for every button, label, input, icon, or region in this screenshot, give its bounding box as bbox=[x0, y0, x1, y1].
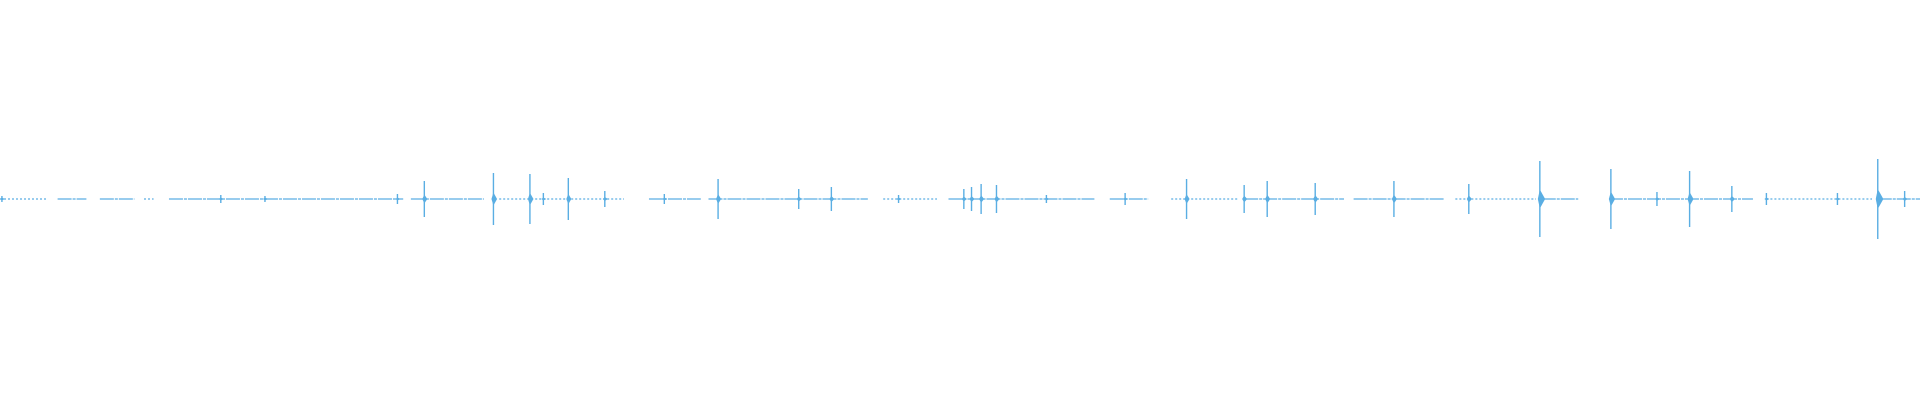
waveform-peak bbox=[1242, 185, 1248, 213]
waveform-peak-burst bbox=[395, 197, 401, 201]
waveform-peak-burst bbox=[1184, 194, 1190, 204]
waveform-peaks-group bbox=[0, 159, 1908, 239]
waveform-peak-burst bbox=[262, 197, 268, 201]
waveform-peak-burst bbox=[1835, 197, 1841, 201]
waveform-peak-burst bbox=[796, 196, 802, 202]
waveform-peak bbox=[1764, 193, 1770, 205]
waveform-peak-burst bbox=[1729, 195, 1735, 203]
waveform-peak bbox=[541, 193, 547, 205]
waveform-peak-burst bbox=[566, 193, 572, 205]
waveform-peak bbox=[994, 185, 1000, 213]
waveform-peak bbox=[1729, 186, 1735, 212]
waveform-peak bbox=[1654, 192, 1660, 206]
waveform-peak-burst bbox=[422, 194, 428, 204]
waveform-peak-burst bbox=[1044, 197, 1050, 201]
waveform-peak-burst bbox=[829, 196, 835, 202]
waveform-peak-burst bbox=[969, 196, 975, 202]
waveform-peak bbox=[1902, 191, 1908, 207]
waveform-peak-burst bbox=[1265, 194, 1271, 204]
waveform-peak bbox=[566, 178, 572, 220]
waveform-peak bbox=[1391, 181, 1397, 217]
waveform-peak bbox=[1466, 184, 1472, 214]
waveform-peak bbox=[829, 187, 835, 211]
waveform-peak bbox=[662, 194, 668, 204]
waveform-peak-burst bbox=[1608, 191, 1616, 207]
waveform-peak-burst bbox=[491, 192, 498, 206]
waveform-peak-burst bbox=[994, 195, 1000, 203]
waveform-peak-burst bbox=[716, 194, 722, 204]
waveform-peak-burst bbox=[1875, 189, 1884, 209]
waveform-peak bbox=[218, 195, 224, 203]
waveform-peak-burst bbox=[527, 192, 534, 206]
waveform-peak bbox=[395, 194, 401, 204]
waveform-peak-burst bbox=[979, 195, 985, 203]
waveform-peak bbox=[1687, 171, 1694, 227]
waveform-peak bbox=[1044, 195, 1050, 203]
waveform-peak bbox=[262, 196, 268, 202]
waveform-peak-burst bbox=[1654, 197, 1660, 201]
waveform-peak bbox=[491, 173, 498, 225]
waveform-peak bbox=[1184, 179, 1190, 219]
waveform-peak bbox=[0, 196, 5, 202]
waveform-peak bbox=[1123, 193, 1129, 205]
waveform-peak bbox=[1875, 159, 1884, 239]
waveform-peak-burst bbox=[1466, 195, 1472, 203]
waveform-peak bbox=[422, 181, 428, 217]
waveform-peak-burst bbox=[1313, 195, 1319, 203]
waveform-peak-burst bbox=[1242, 195, 1248, 203]
waveform-peak-burst bbox=[961, 196, 967, 202]
waveform-peak-burst bbox=[896, 197, 902, 201]
waveform-peak bbox=[1265, 181, 1271, 217]
waveform-peak bbox=[969, 187, 975, 211]
waveform-peak-burst bbox=[218, 197, 224, 201]
waveform-peak bbox=[896, 195, 902, 203]
waveform-peak bbox=[716, 179, 722, 219]
waveform-peak-burst bbox=[662, 197, 668, 201]
waveform-peak-burst bbox=[1687, 192, 1694, 206]
waveform-peak bbox=[979, 184, 985, 214]
waveform-peak bbox=[1313, 183, 1319, 215]
waveform-peak-burst bbox=[0, 197, 5, 201]
waveform-peak-burst bbox=[1902, 197, 1908, 201]
waveform-peak bbox=[961, 189, 967, 209]
waveform-peak bbox=[796, 189, 802, 209]
waveform-peak bbox=[1537, 161, 1546, 237]
waveform-peak-burst bbox=[1123, 197, 1129, 201]
waveform-peak-burst bbox=[1764, 197, 1770, 201]
waveform-peak-burst bbox=[602, 197, 608, 201]
waveform-peak-burst bbox=[1391, 194, 1397, 204]
waveform-peak bbox=[1608, 169, 1616, 229]
waveform-peak bbox=[602, 191, 608, 207]
waveform-peak-burst bbox=[1537, 189, 1546, 209]
waveform-peak bbox=[527, 174, 534, 224]
waveform-peak-burst bbox=[541, 197, 547, 201]
waveform-peak bbox=[1835, 193, 1841, 205]
